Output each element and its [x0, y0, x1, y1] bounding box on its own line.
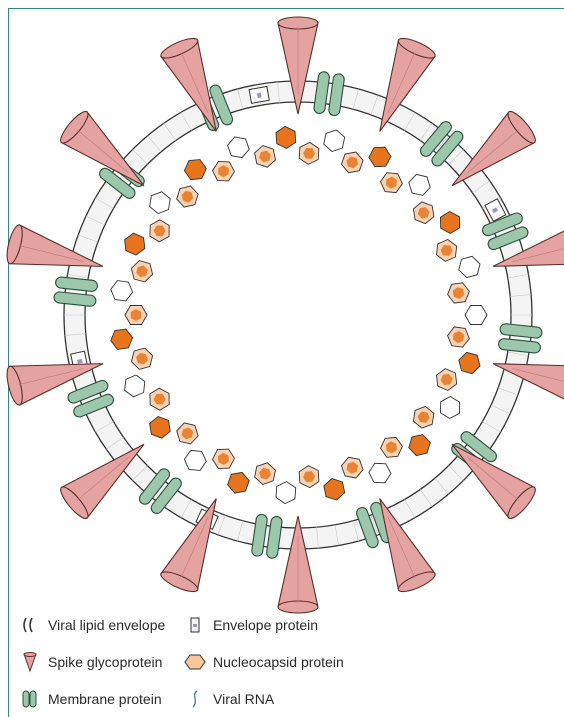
nucleocapsid-ring — [111, 126, 487, 503]
nucleocapsid-protein — [440, 212, 459, 234]
nucleocapsid-protein — [369, 463, 391, 483]
nucleocapsid-protein — [324, 130, 345, 152]
membrane-protein-capsule — [500, 323, 543, 338]
envelope-protein-mark — [257, 93, 262, 99]
nucleocapsid-protein — [150, 192, 171, 214]
membrane-protein-capsule — [53, 291, 96, 306]
membrane-protein-capsule — [328, 73, 345, 116]
membrane-protein-capsule — [313, 71, 330, 114]
nucleocapsid-protein — [409, 435, 430, 456]
membrane-protein-capsule — [266, 516, 283, 559]
nucleocapsid-protein — [465, 306, 487, 325]
membrane-protein-capsule — [251, 514, 268, 557]
envelope-protein — [249, 86, 269, 103]
nucleocapsid-protein — [409, 174, 430, 195]
nucleocapsid-protein — [459, 352, 480, 373]
membrane-protein-capsule — [498, 338, 541, 353]
nucleocapsid-protein — [111, 281, 133, 301]
membrane-protein-capsule — [55, 277, 98, 292]
nucleocapsid-protein — [276, 126, 296, 148]
nucleocapsid-protein — [150, 417, 171, 439]
nucleocapsid-protein — [125, 375, 145, 397]
nucleocapsid-protein — [228, 472, 250, 493]
nucleocapsid-protein — [111, 329, 133, 349]
nucleocapsid-protein — [369, 147, 391, 167]
nucleocapsid-protein — [276, 482, 296, 504]
envelope-inner-edge — [85, 102, 511, 528]
nucleocapsid-protein — [324, 479, 345, 501]
nucleocapsid-protein — [228, 137, 250, 158]
nucleocapsid-protein — [440, 397, 459, 419]
nucleocapsid-protein — [125, 233, 145, 255]
nucleocapsid-protein — [184, 160, 206, 180]
nucleocapsid-protein — [459, 256, 480, 277]
nucleocapsid-protein — [184, 450, 206, 470]
